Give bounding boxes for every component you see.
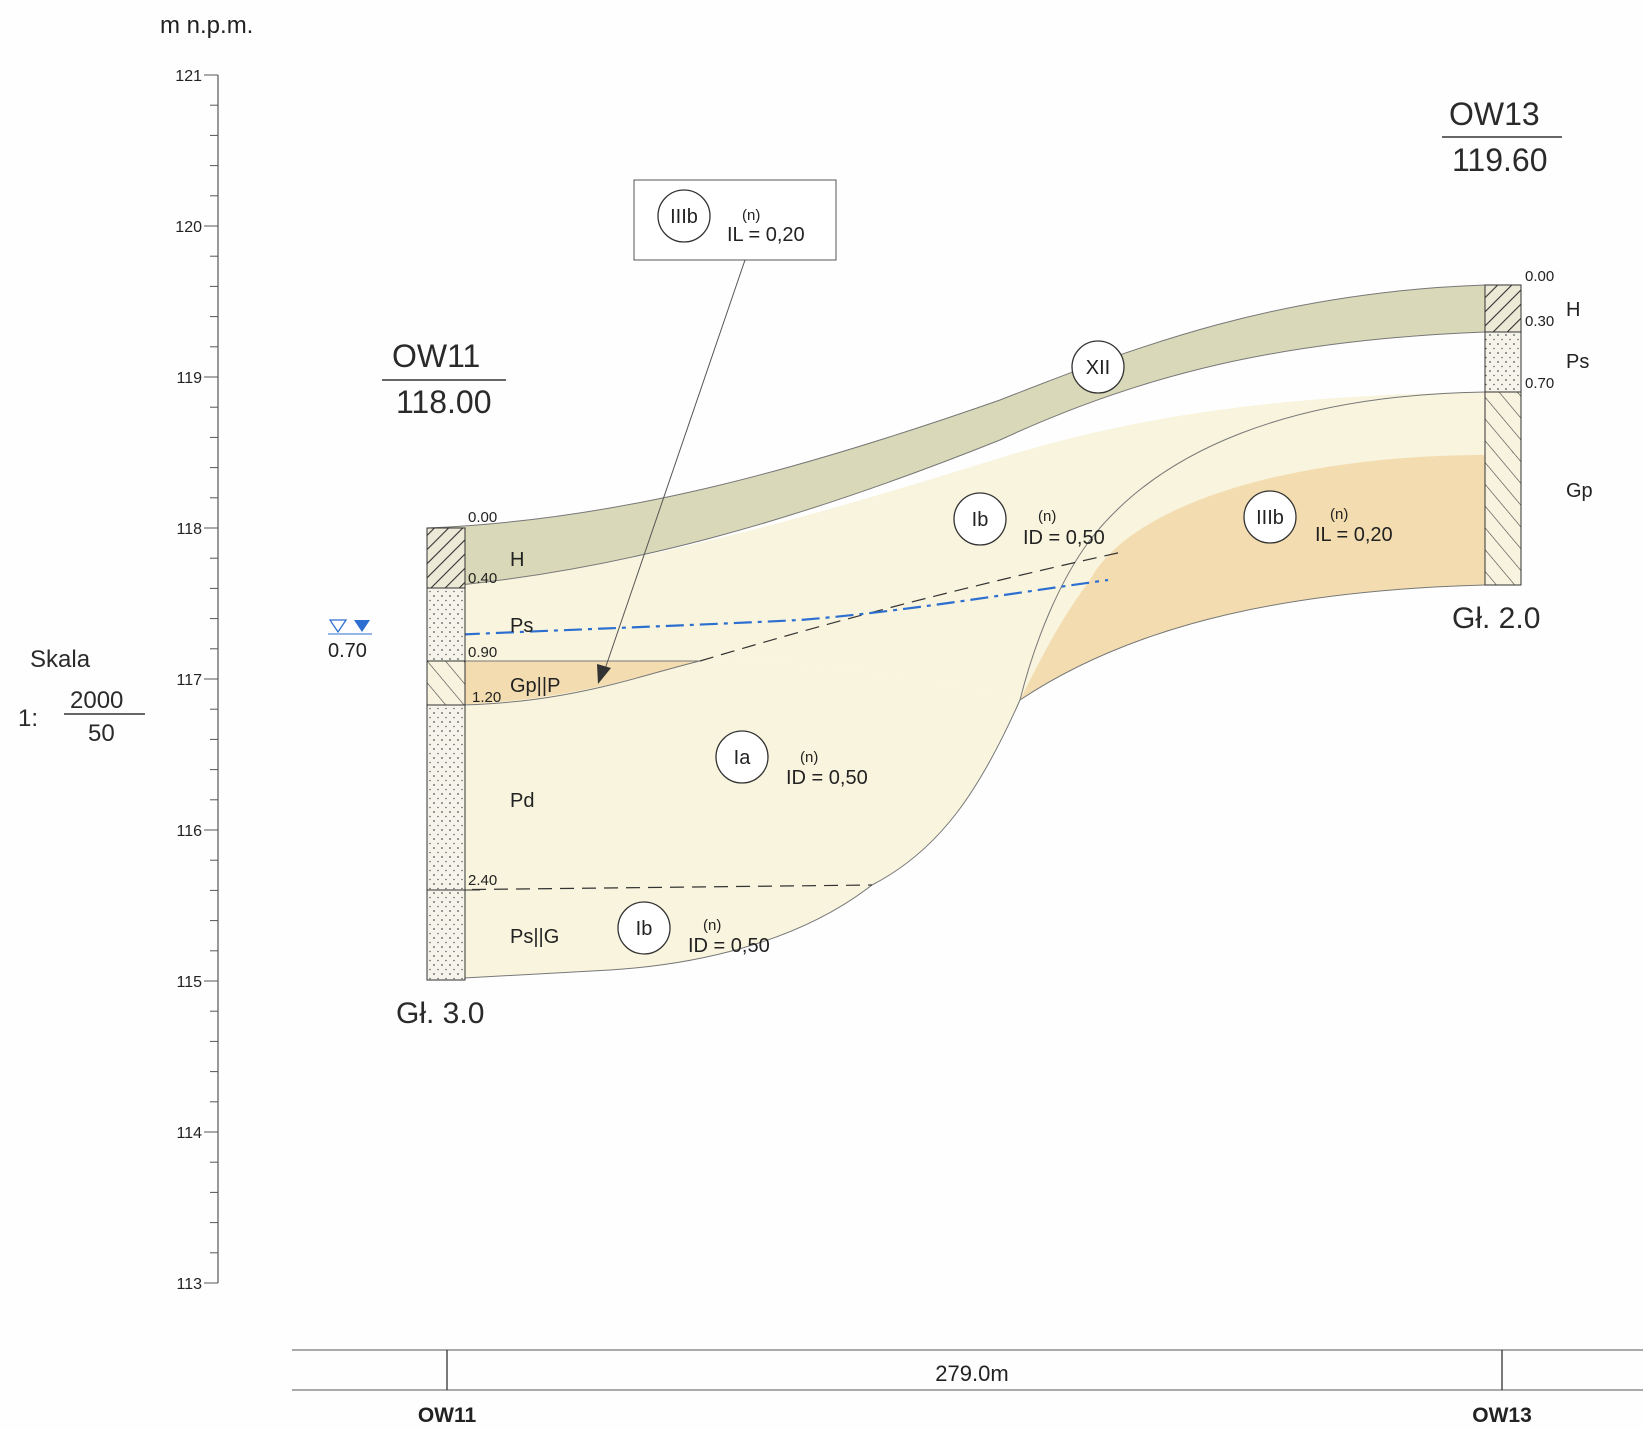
distance-right-label: OW13 <box>1472 1404 1532 1427</box>
depth-0: 0.00 <box>468 509 497 526</box>
distance-left-label: OW11 <box>418 1404 477 1427</box>
callout-param: IL = 0,20 <box>727 224 805 246</box>
geo-sup-ia: (n) <box>800 749 818 766</box>
water-table-line <box>427 578 1109 638</box>
geo-id-iiib-right: IIIb <box>1256 507 1284 529</box>
layer-code-0: H <box>510 549 524 571</box>
geo-param-iiib-right: IL = 0,20 <box>1315 524 1393 546</box>
geo-id-ib-upper: Ib <box>972 509 989 531</box>
axis-tick-label: 116 <box>176 823 202 840</box>
scale-numerator: 2000 <box>70 687 123 714</box>
water-filled-triangle-icon <box>354 620 370 632</box>
geo-label-ia: Ia (n) ID = 0,50 <box>715 730 868 789</box>
axis-tick-label: 118 <box>176 521 202 538</box>
axis-tick-label: 117 <box>176 672 202 689</box>
borehole-right-labels: OW13 119.60 0.00 0.30 0.70 H Ps Gp Gł. 2… <box>1442 96 1593 635</box>
right-depth-2: 0.70 <box>1525 375 1554 392</box>
layer-code-2: Gp||P <box>510 675 560 697</box>
layer-code-4: Ps||G <box>510 926 559 948</box>
depth-2: 0.90 <box>468 644 497 661</box>
elevation-axis: 121 120 119 118 117 116 115 114 113 m n.p.m. <box>160 12 253 1293</box>
borehole-right-name: OW13 <box>1449 96 1540 132</box>
layer-boundaries <box>427 284 1486 981</box>
right-depth-1: 0.30 <box>1525 313 1554 330</box>
layer-xii <box>428 285 1485 588</box>
depth-3: 1.20 <box>472 689 501 706</box>
geo-param-ib-lower: ID = 0,50 <box>688 935 770 957</box>
geo-sup-iiib-right: (n) <box>1330 506 1348 523</box>
geo-id-ia: Ia <box>734 747 752 769</box>
borehole-left-labels: OW11 118.00 0.00 0.40 0.90 1.20 2.40 H P… <box>328 338 560 1030</box>
layer-code-3: Pd <box>510 790 534 812</box>
geo-param-ia: ID = 0,50 <box>786 767 868 789</box>
borehole-left-name: OW11 <box>392 338 480 374</box>
geo-callout: IIIb (n) IL = 0,20 <box>597 179 837 684</box>
geo-label-ib-lower: Ib (n) ID = 0,50 <box>617 901 770 957</box>
layer-gp-lens <box>428 661 700 705</box>
distance-bar: 279.0m OW11 OW13 <box>292 1349 1643 1427</box>
axis-tick-label: 120 <box>175 219 202 236</box>
layer-code-1: Ps <box>510 615 533 637</box>
scale-prefix: 1: <box>18 705 38 732</box>
scale-title: Skala <box>30 646 91 673</box>
scale-denominator: 50 <box>88 720 115 747</box>
right-layer-code-0: H <box>1566 299 1580 321</box>
layer-ib-upper <box>428 392 1485 706</box>
geo-label-iiib-right: IIIb (n) IL = 0,20 <box>1243 490 1393 546</box>
borehole-left-column <box>426 527 480 981</box>
scale-block: Skala 1: 2000 50 <box>18 646 145 747</box>
callout-arrow-icon <box>597 664 611 684</box>
depth-4: 2.40 <box>468 872 497 889</box>
geo-id-ib-lower: Ib <box>636 918 653 940</box>
callout-sup: (n) <box>742 207 760 224</box>
right-layer-code-2: Gp <box>1566 480 1593 502</box>
axis-tick-label: 115 <box>176 974 202 991</box>
axis-tick-label: 121 <box>175 68 202 85</box>
right-depth-0: 0.00 <box>1525 268 1554 285</box>
water-table-depth: 0.70 <box>328 640 367 662</box>
axis-unit-label: m n.p.m. <box>160 12 253 39</box>
borehole-left-elevation: 118.00 <box>396 384 492 420</box>
borehole-right-depth-label: Gł. 2.0 <box>1452 602 1540 635</box>
borehole-right-column <box>1484 284 1522 586</box>
geo-param-ib-upper: ID = 0,50 <box>1023 527 1105 549</box>
geo-sup-ib-lower: (n) <box>703 917 721 934</box>
geo-label-xii: XII <box>1071 340 1125 394</box>
geo-id-xii: XII <box>1086 357 1110 379</box>
dashed-boundaries <box>427 551 1123 891</box>
geo-sup-ib-upper: (n) <box>1038 508 1056 525</box>
axis-tick-label: 119 <box>176 370 202 387</box>
borehole-left-depth-label: Gł. 3.0 <box>396 997 484 1030</box>
axis-tick-label: 114 <box>176 1125 202 1142</box>
geo-label-ib-upper: Ib (n) ID = 0,50 <box>953 492 1105 549</box>
distance-value: 279.0m <box>935 1361 1008 1386</box>
callout-id: IIIb <box>670 206 698 228</box>
right-layer-code-1: Ps <box>1566 351 1589 373</box>
depth-1: 0.40 <box>468 570 497 587</box>
layer-iiib-right <box>1020 392 1485 700</box>
water-open-triangle-icon <box>328 619 348 634</box>
axis-tick-label: 113 <box>176 1276 202 1293</box>
borehole-right-elevation: 119.60 <box>1452 142 1548 178</box>
